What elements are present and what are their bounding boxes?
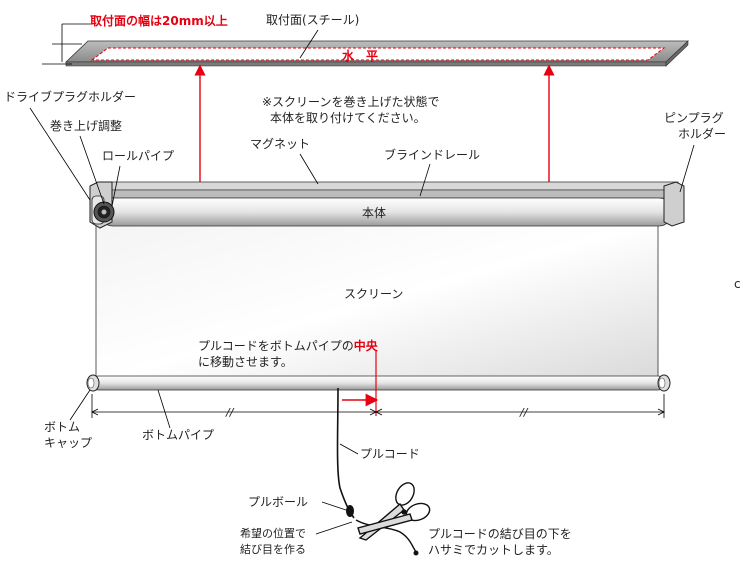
screen-label: スクリーン (344, 287, 403, 301)
mount-surface-label: 取付面(スチール) (266, 13, 359, 27)
knot-label-line2: 結び目を作る (240, 542, 306, 556)
magnet-leader (299, 153, 319, 185)
bottom-cap-leader (69, 389, 91, 421)
roll-pipe-label: ロールパイプ (102, 149, 174, 163)
pull-ball-label: プルボール (248, 495, 308, 509)
width-dimension (91, 394, 665, 418)
install-note-line1: ※スクリーンを巻き上げた状態で (262, 94, 439, 109)
pull-note-line1: プルコードをボトムパイプの中央 (198, 338, 379, 353)
magnet-label: マグネット (250, 137, 310, 151)
level-label: 水 平 (342, 48, 378, 63)
pin-holder-label-line2: ホルダー (678, 126, 726, 141)
width-note: 取付面の幅は20mm以上 (90, 13, 228, 28)
pin-holder-label-line1: ピンプラグ (664, 111, 724, 125)
pin-plug-holder (663, 181, 685, 227)
pull-note-line2: に移動させます。 (198, 355, 293, 369)
install-note-line2: 本体を取り付けてください。 (270, 111, 426, 125)
bottom-pipe-label: ボトムパイプ (142, 428, 214, 442)
drive-holder-label: ドライブプラグホルダー (4, 89, 136, 104)
pin-holder-leader (679, 144, 695, 193)
cord-end-knot (413, 550, 419, 556)
bottom-cap-right (657, 374, 671, 392)
bottom-pipe (91, 375, 665, 391)
bottom-cap-label-line1: ボトム (44, 420, 80, 434)
roll-pipe-leader (111, 165, 121, 207)
pull-ball-leader (321, 501, 347, 511)
cut-label-line1: プルコードの結び目の下を (428, 527, 572, 541)
drive-plug-holder (89, 181, 115, 229)
pull-note-highlight: 中央 (354, 338, 379, 353)
knot-label-line1: 希望の位置で (240, 526, 306, 540)
screen-panel (95, 221, 659, 383)
pull-cord-label: プルコード (360, 447, 420, 461)
pull-note-prefix: プルコードをボトムパイプの (198, 339, 354, 353)
mount-surface (65, 40, 689, 67)
pull-cord-leader (339, 443, 359, 455)
bottom-cap-label-line2: キャップ (44, 436, 92, 450)
bottom-pipe-leader (157, 389, 171, 429)
pull-cord (336, 387, 355, 519)
drive-holder-leader (29, 107, 91, 201)
edge-glyph: c (734, 277, 741, 291)
pull-ball (346, 505, 354, 517)
bottom-cap-left (86, 374, 100, 392)
scissors-icon (357, 482, 431, 541)
main-body-label: 本体 (362, 206, 386, 220)
level-zone (90, 47, 666, 61)
roll-adjust-leader (79, 135, 105, 205)
blind-rail (95, 181, 679, 199)
mount-surface-leader (299, 29, 319, 59)
cut-label-line2: ハサミでカットします。 (428, 543, 559, 557)
blind-rail-label: ブラインドレール (384, 147, 480, 162)
blind-rail-leader (419, 163, 431, 197)
break-mark-right: // (519, 406, 529, 419)
break-mark-left: // (225, 406, 235, 419)
knot-leader (315, 521, 353, 535)
roll-adjust-label: 巻き上げ調整 (50, 118, 122, 133)
